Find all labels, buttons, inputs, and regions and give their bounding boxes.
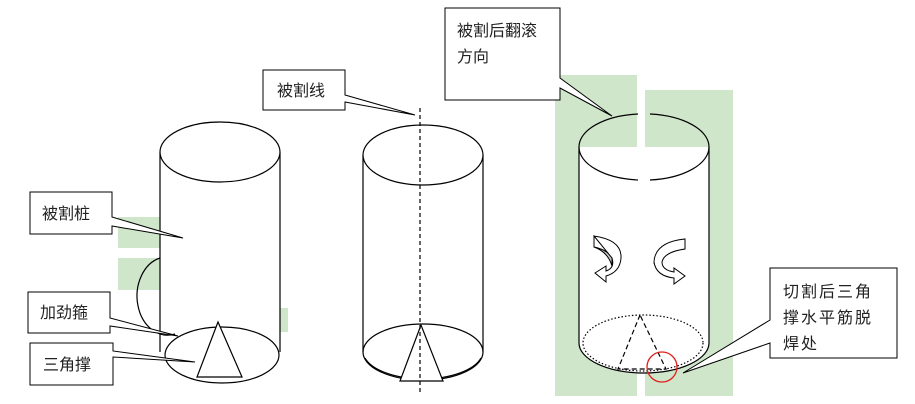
callout-cut-line: 被割线 xyxy=(262,69,416,116)
weld-detach-marker xyxy=(646,351,678,383)
rolled-pile-cylinder xyxy=(578,113,710,396)
label-roll-direction-2: 方向 xyxy=(457,47,489,66)
label-weld-detach-1: 切割后三角 xyxy=(783,282,873,301)
roll-right-arrow-icon xyxy=(653,238,686,285)
label-cut-line: 被割线 xyxy=(277,81,325,100)
triangle-brace-shape xyxy=(196,320,243,378)
label-cut-pile: 被割桩 xyxy=(42,204,90,223)
label-triangle-brace: 三角撑 xyxy=(43,355,91,374)
callout-weld-detach: 切割后三角 撑水平筋脱 焊处 xyxy=(682,267,898,374)
callout-roll-direction: 被割后翻滚 方向 xyxy=(444,7,613,117)
cut-pile-cylinder xyxy=(136,121,281,384)
label-stiffening-ring: 加劲箍 xyxy=(40,303,88,322)
callout-stiffening-ring: 加劲箍 xyxy=(27,291,179,337)
label-weld-detach-3: 焊处 xyxy=(783,334,819,353)
label-roll-direction-1: 被割后翻滚 xyxy=(457,21,537,40)
cut-line-cylinder xyxy=(362,108,484,392)
label-weld-detach-2: 撑水平筋脱 xyxy=(783,308,873,327)
callout-triangle-brace: 三角撑 xyxy=(29,342,196,386)
roll-left-arrow-icon xyxy=(592,235,622,284)
stiffening-ring-arc xyxy=(136,257,176,336)
callout-cut-pile: 被割桩 xyxy=(29,191,184,239)
